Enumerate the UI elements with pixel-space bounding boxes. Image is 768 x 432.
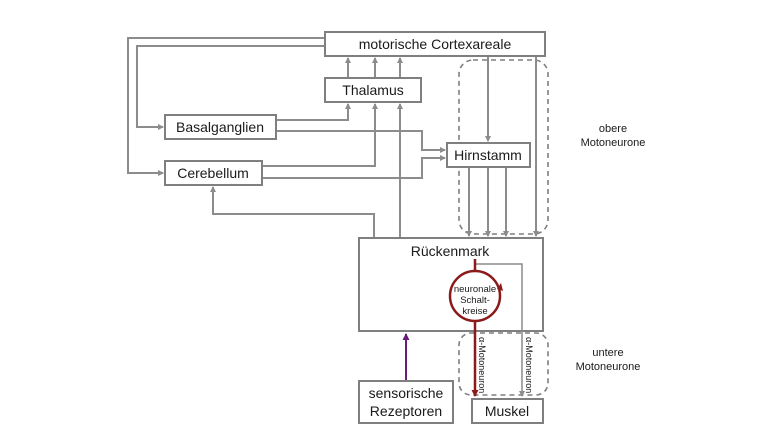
alpha-left-label: α-Motoneuron — [477, 337, 487, 393]
muscle-box — [471, 398, 544, 424]
circuit-label-line2: Schalt- — [460, 295, 490, 306]
spinal-cord-box — [358, 237, 544, 332]
cortex-label: motorische Cortexareale — [359, 36, 512, 52]
lower-group-label-line1: untere — [592, 347, 623, 359]
alpha-right-label: α-Motoneuron — [524, 337, 534, 393]
cerebellum-thalamus-line — [262, 103, 378, 167]
cerebellum-box — [164, 160, 263, 186]
cortex-to-basalganglia-line — [136, 45, 325, 130]
spinal-cord-label: Rückenmark — [411, 243, 491, 259]
cortex-to-cerebellum-line — [127, 37, 325, 176]
brainstem-label: Hirnstamm — [454, 147, 522, 163]
circuit-label-line1: neuronale — [454, 284, 496, 295]
circuit-arrow-icon — [497, 283, 503, 291]
basalganglia-thalamus-line — [276, 103, 351, 121]
muscle-label: Muskel — [485, 403, 529, 419]
circuit-label-line3: kreise — [462, 306, 487, 317]
upper-group-label-line1: obere — [599, 123, 627, 135]
cortex-box — [324, 31, 546, 57]
cerebellum-brainstem-line — [262, 155, 446, 179]
basalganglia-box — [164, 114, 277, 140]
basalganglia-brainstem-line — [276, 130, 446, 153]
thalamus-label: Thalamus — [342, 82, 403, 98]
alpha-right-fiber — [475, 263, 525, 397]
receptors-box — [358, 380, 454, 424]
cerebellum-label: Cerebellum — [177, 165, 249, 181]
lower-group-label-line2: Motoneurone — [576, 361, 641, 373]
receptors-label-line2: Rezeptoren — [370, 403, 442, 419]
basalganglia-label: Basalganglien — [176, 119, 264, 135]
receptors-label-line1: sensorische — [369, 385, 444, 401]
lower-motoneuron-group — [458, 332, 549, 396]
thalamus-box — [324, 77, 422, 103]
brainstem-box — [446, 142, 531, 168]
spinal-cerebellum-line — [210, 186, 375, 238]
upper-group-label-line2: Motoneurone — [581, 137, 646, 149]
